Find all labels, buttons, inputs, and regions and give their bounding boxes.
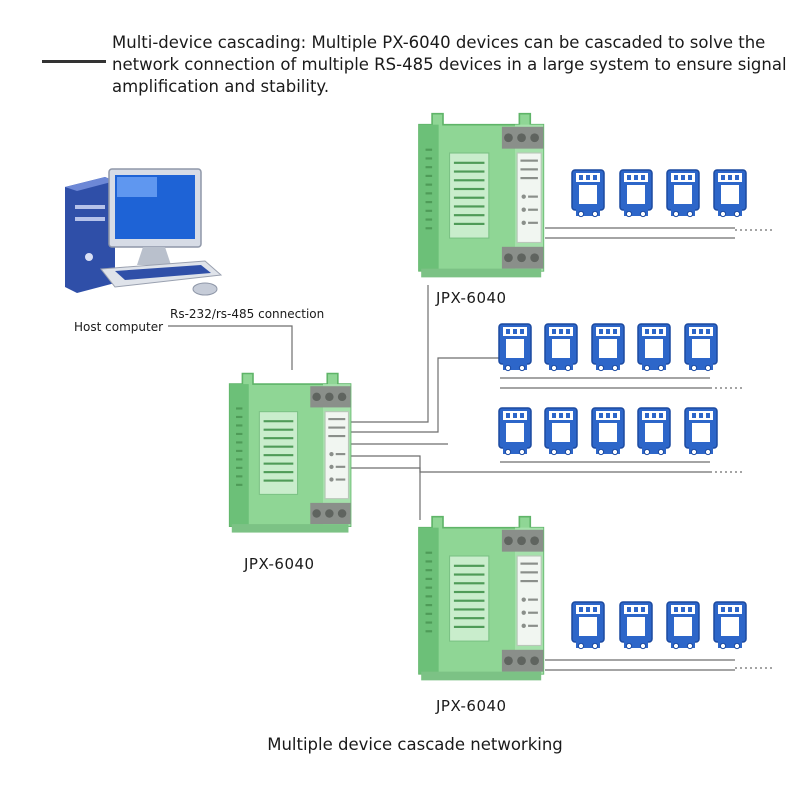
meter-icon [713,601,747,650]
connection-label: Rs-232/rs-485 connection [170,307,324,321]
rs485-bus-lines [500,227,772,671]
intro-rule [42,60,106,63]
device-label-middle: JPX-6040 [243,555,315,573]
meter-icon [571,169,605,218]
meter-icon [637,407,671,456]
desktop-computer-icon [64,168,222,296]
meter-icon [619,169,653,218]
meter-icon [591,407,625,456]
meter-row-top [571,169,747,218]
meter-row-mid1 [498,323,718,372]
meter-icon [571,601,605,650]
meter-icon [591,323,625,372]
meter-icon [544,323,578,372]
converter-bottom-icon [418,515,545,682]
device-label-top: JPX-6040 [435,289,507,307]
meter-icon [684,407,718,456]
device-label-bottom: JPX-6040 [435,697,507,715]
meter-icon [619,601,653,650]
meter-icon [666,601,700,650]
meter-icon [544,407,578,456]
host-label: Host computer [74,320,163,334]
converter-middle-icon [228,372,352,534]
meter-icon [498,323,532,372]
meter-icon [713,169,747,218]
figure-caption: Multiple device cascade networking [267,735,563,754]
meter-icon [684,323,718,372]
meter-icon [637,323,671,372]
converter-top-icon [418,112,545,279]
meter-icon [498,407,532,456]
meter-row-bottom [571,601,747,650]
host-wires [168,325,293,370]
cascade-wires [350,285,500,520]
intro-text: Multi-device cascading: Multiple PX-6040… [112,33,787,96]
meter-row-mid2 [498,407,718,456]
meter-icon [666,169,700,218]
